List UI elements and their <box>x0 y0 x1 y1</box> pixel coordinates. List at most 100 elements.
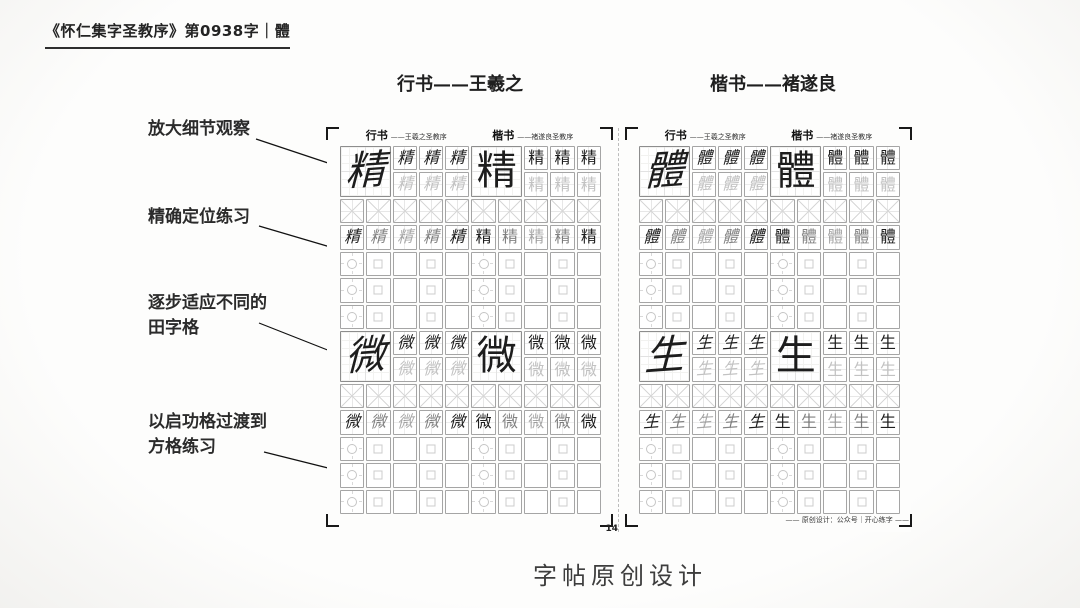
practice-cell <box>445 383 470 409</box>
character-glyph: 生 <box>669 411 686 433</box>
character-glyph: 生 <box>643 331 685 381</box>
character-glyph: 微 <box>370 411 387 433</box>
crop-mark <box>600 514 613 527</box>
practice-cell <box>524 278 549 303</box>
practice-cell: 體 <box>744 146 769 171</box>
practice-cell <box>418 251 444 277</box>
practice-cell <box>524 383 549 409</box>
crop-mark <box>326 514 339 527</box>
character-glyph: 精 <box>449 147 466 168</box>
practice-cell <box>770 436 795 462</box>
page-header-kaishu: 楷书 ——褚遂良圣教序 <box>769 127 896 143</box>
practice-cell <box>639 251 664 277</box>
character-glyph: 精 <box>449 174 466 195</box>
character-glyph: 體 <box>748 226 765 248</box>
practice-cell <box>717 278 743 303</box>
practice-cell <box>471 251 496 277</box>
character-glyph: 體 <box>774 227 791 247</box>
practice-cell <box>823 436 848 462</box>
practice-cell <box>849 278 874 303</box>
character-glyph: 生 <box>643 411 660 433</box>
character-glyph: 微 <box>475 412 492 432</box>
practice-cell <box>691 489 716 514</box>
practice-cell: 微 <box>418 410 444 435</box>
practice-cell: 生 <box>691 357 716 382</box>
practice-cell <box>340 489 365 514</box>
annotation-line: 精确定位练习 <box>148 207 250 227</box>
practice-cell <box>392 489 417 514</box>
crop-mark <box>600 127 613 140</box>
practice-cell <box>849 436 874 462</box>
character-glyph: 體 <box>695 174 712 195</box>
practice-cell <box>744 489 769 514</box>
practice-cell: 生 <box>744 331 769 356</box>
character-glyph: 生 <box>800 412 817 432</box>
character-glyph: 精 <box>344 146 386 196</box>
practice-cell: 微 <box>445 331 470 356</box>
practice-cell <box>576 383 601 409</box>
character-glyph: 體 <box>721 147 739 168</box>
character-glyph: 微 <box>449 332 466 353</box>
practice-cell <box>497 251 523 277</box>
character-glyph: 生 <box>827 412 844 432</box>
practice-cell <box>497 463 523 488</box>
practice-cell: 精 <box>471 146 523 197</box>
character-glyph: 體 <box>669 226 686 248</box>
practice-cell <box>665 436 690 462</box>
practice-cell <box>418 198 444 224</box>
character-glyph: 微 <box>528 412 545 432</box>
practice-cell: 體 <box>823 225 848 250</box>
practice-cell <box>340 383 365 409</box>
character-glyph: 體 <box>879 174 896 194</box>
practice-cell <box>665 278 690 303</box>
practice-cell: 體 <box>691 172 716 197</box>
practice-cell: 精 <box>366 225 391 250</box>
character-glyph: 生 <box>695 411 712 433</box>
practice-cell: 微 <box>418 357 444 382</box>
practice-cell <box>497 383 523 409</box>
practice-cell <box>340 463 365 488</box>
character-glyph: 生 <box>748 359 765 380</box>
practice-cell <box>770 251 795 277</box>
practice-cell <box>524 489 549 514</box>
character-glyph: 精 <box>396 226 413 248</box>
practice-cell <box>770 383 795 409</box>
practice-cell: 微 <box>471 410 496 435</box>
practice-cell: 精 <box>392 172 417 197</box>
character-glyph: 精 <box>528 148 545 168</box>
practice-cell: 體 <box>744 172 769 197</box>
character-glyph: 微 <box>580 359 597 379</box>
practice-cell <box>744 278 769 303</box>
practice-cell: 生 <box>639 410 664 435</box>
practice-cell <box>550 198 575 224</box>
character-glyph: 生 <box>695 359 712 380</box>
practice-cell: 生 <box>717 331 743 356</box>
practice-cell <box>366 436 391 462</box>
practice-cell: 精 <box>418 146 444 171</box>
practice-cell <box>796 383 822 409</box>
character-glyph: 精 <box>528 174 545 194</box>
practice-grid: 體體體體體體體體體體體體體體體體體體體體體體體體生生生生生生生生生生生生生生生生… <box>639 146 900 514</box>
character-glyph: 微 <box>396 359 413 380</box>
practice-cell <box>796 436 822 462</box>
character-glyph: 精 <box>580 174 597 194</box>
practice-cell <box>366 251 391 277</box>
practice-cell: 生 <box>744 410 769 435</box>
practice-cell: 精 <box>550 172 575 197</box>
practice-cell: 生 <box>875 410 900 435</box>
practice-cell <box>770 198 795 224</box>
practice-cell <box>875 198 900 224</box>
character-glyph: 體 <box>721 226 739 248</box>
practice-cell <box>550 436 575 462</box>
practice-cell: 微 <box>550 331 575 356</box>
practice-cell <box>875 304 900 329</box>
character-glyph: 精 <box>528 227 545 247</box>
practice-cell: 體 <box>875 172 900 197</box>
practice-cell: 精 <box>340 146 391 197</box>
practice-cell <box>823 198 848 224</box>
annotation-zoom-detail: 放大细节观察 <box>148 117 250 142</box>
practice-cell <box>524 436 549 462</box>
practice-cell <box>849 383 874 409</box>
practice-cell <box>524 251 549 277</box>
